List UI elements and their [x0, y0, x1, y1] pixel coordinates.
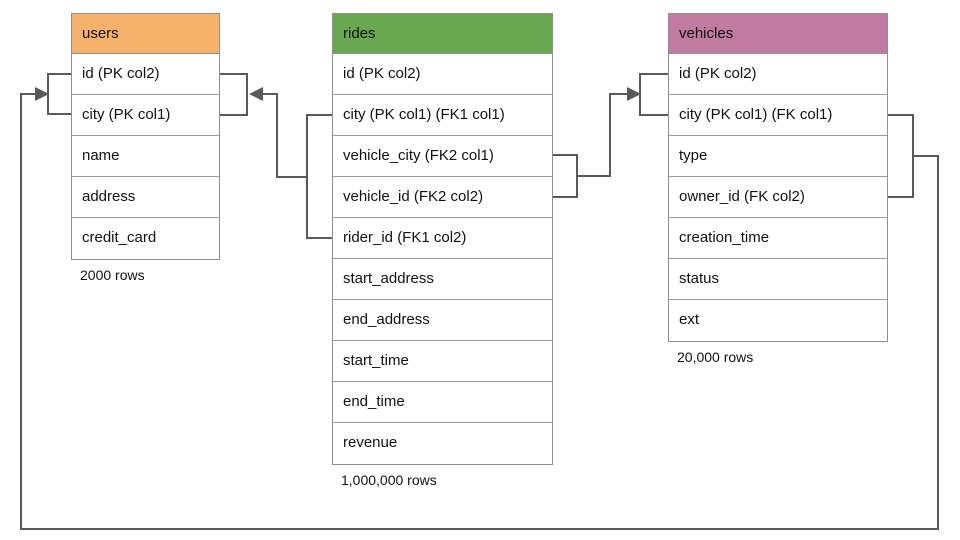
table-row: city (PK col1) — [72, 95, 219, 136]
table-row: id (PK col2) — [72, 54, 219, 95]
table-row: name — [72, 136, 219, 177]
table-row: ext — [669, 300, 887, 341]
table-vehicles: vehicles id (PK col2)city (PK col1) (FK … — [668, 13, 888, 365]
table-row: start_address — [333, 259, 552, 300]
table-vehicles-rowcount: 20,000 rows — [677, 349, 754, 365]
table-row: owner_id (FK col2) — [669, 177, 887, 218]
table-row: vehicle_city (FK2 col1) — [333, 136, 552, 177]
connector-rides-users — [252, 93, 307, 178]
table-row: address — [72, 177, 219, 218]
arrowhead-into-users-right — [249, 87, 263, 101]
table-rides-box: rides id (PK col2)city (PK col1) (FK1 co… — [332, 13, 553, 465]
table-rides-rowcount: 1,000,000 rows — [341, 472, 437, 488]
table-row: city (PK col1) (FK1 col1) — [333, 95, 552, 136]
arrowhead-into-vehicles-left — [627, 87, 641, 101]
table-vehicles-box: vehicles id (PK col2)city (PK col1) (FK … — [668, 13, 888, 342]
bracket-users-left — [47, 73, 71, 115]
table-users-header: users — [72, 14, 219, 54]
table-vehicles-rows: id (PK col2)city (PK col1) (FK col1)type… — [669, 54, 887, 341]
table-rides: rides id (PK col2)city (PK col1) (FK1 co… — [332, 13, 553, 488]
table-row: vehicle_id (FK2 col2) — [333, 177, 552, 218]
table-vehicles-header: vehicles — [669, 14, 887, 54]
table-row: status — [669, 259, 887, 300]
bracket-vehicles-right — [887, 114, 914, 198]
table-row: type — [669, 136, 887, 177]
table-rides-header: rides — [333, 14, 552, 54]
bracket-users-right — [219, 73, 248, 116]
table-row: city (PK col1) (FK col1) — [669, 95, 887, 136]
table-row: id (PK col2) — [333, 54, 552, 95]
table-users-rowcount: 2000 rows — [80, 267, 145, 283]
bracket-rides-left — [306, 114, 332, 239]
bracket-rides-right — [552, 154, 578, 198]
bracket-vehicles-left — [639, 73, 668, 116]
table-row: id (PK col2) — [669, 54, 887, 95]
table-row: end_time — [333, 382, 552, 423]
table-row: end_address — [333, 300, 552, 341]
table-rides-rows: id (PK col2)city (PK col1) (FK1 col1)veh… — [333, 54, 552, 464]
arrowhead-into-users-left — [35, 87, 49, 101]
table-row: revenue — [333, 423, 552, 464]
table-row: rider_id (FK1 col2) — [333, 218, 552, 259]
table-row: start_time — [333, 341, 552, 382]
table-row: creation_time — [669, 218, 887, 259]
table-row: credit_card — [72, 218, 219, 259]
connector-rides-vehicles — [577, 93, 637, 177]
